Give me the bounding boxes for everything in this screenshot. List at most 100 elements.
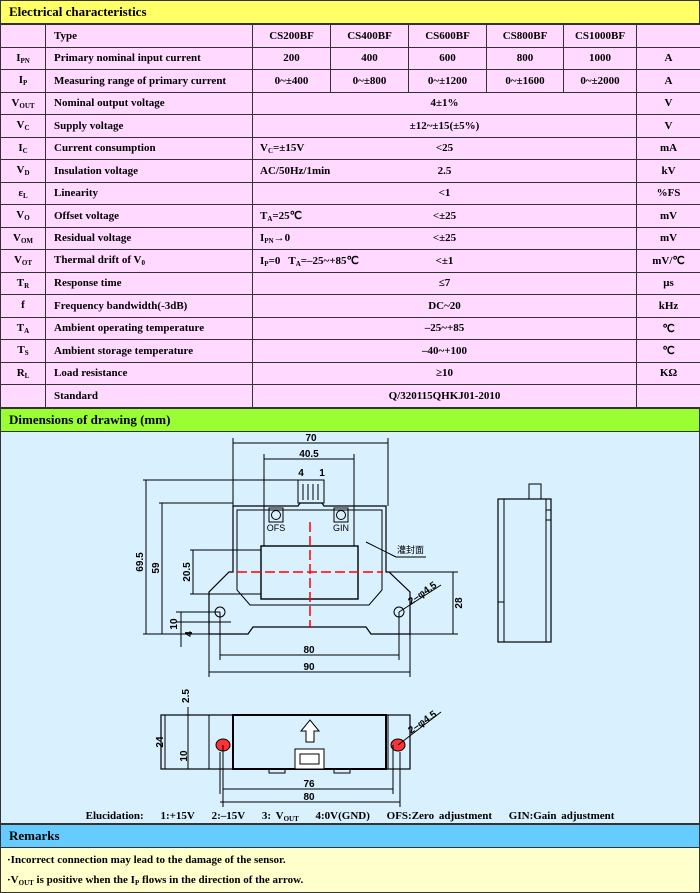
- parameter-cell: Response time: [46, 272, 253, 295]
- unit-cell: mV: [637, 205, 700, 228]
- value: <25: [376, 142, 633, 154]
- dim-label: 69.5: [135, 551, 146, 571]
- model-value: 400: [331, 47, 409, 70]
- condition-value-wrap: IP=0 TA=–25~+85℃<±1: [256, 254, 633, 268]
- remark-text: ·V: [7, 874, 19, 886]
- value-cell: ±12~±15(±5%): [253, 115, 637, 138]
- parameter-name: Standard: [54, 390, 98, 402]
- symbol-sub: OM: [21, 237, 33, 245]
- remark-line: ·Incorrect connection may lead to the da…: [7, 851, 693, 871]
- dimensions-header: Dimensions of drawing (mm): [0, 408, 700, 432]
- parameter-cell: Current consumption: [46, 137, 253, 160]
- parameter-name: Insulation voltage: [54, 165, 138, 177]
- parameter-name: Load resistance: [54, 367, 127, 379]
- unit-cell: kV: [637, 160, 700, 183]
- dim-label: 10: [179, 750, 190, 762]
- symbol-cell: RL: [1, 362, 46, 385]
- condition-value-wrap: VC=±15V<25: [256, 142, 633, 155]
- symbol-cell: IC: [1, 137, 46, 160]
- pin-elucidation: Elucidation: 1:+15V 2:–15V 3: VOUT 4:0V(…: [1, 810, 699, 823]
- unit-cell: ℃: [637, 340, 700, 363]
- value-cell: VC=±15V<25: [253, 137, 637, 160]
- symbol-sub: C: [23, 147, 28, 155]
- value-cell: IPN→0<±25: [253, 227, 637, 250]
- dim-label: 70: [305, 433, 317, 444]
- parameter-name: Frequency bandwidth(-3dB): [54, 300, 187, 312]
- condition-value-wrap: TA=25℃<±25: [256, 209, 633, 223]
- section-title: Dimensions of drawing (mm): [9, 412, 170, 427]
- gin-desc: GIN:Gain adjustment: [509, 810, 615, 822]
- unit-cell: ℃: [637, 317, 700, 340]
- dim-label: 28: [454, 597, 465, 609]
- condition-text: =±15V: [273, 142, 304, 154]
- parameter-cell: Thermal drift of V0: [46, 250, 253, 273]
- dim-label: 24: [155, 736, 166, 748]
- symbol-cell: εL: [1, 182, 46, 205]
- model-header: CS800BF: [487, 25, 564, 48]
- value: <±25: [376, 232, 633, 244]
- parameter-cell: Ambient operating temperature: [46, 317, 253, 340]
- parameter-name: Primary nominal input current: [54, 52, 201, 64]
- remark-sub: OUT: [19, 879, 34, 887]
- value-cell: 4±1%: [253, 92, 637, 115]
- remark-line: ·VOUT is positive when the IP flows in t…: [7, 871, 693, 891]
- model-header: CS1000BF: [564, 25, 637, 48]
- symbol-cell: f: [1, 295, 46, 318]
- value: <±1: [376, 255, 633, 267]
- parameter-cell: Nominal output voltage: [46, 92, 253, 115]
- unit-cell: V: [637, 115, 700, 138]
- symbol-sub: O: [24, 214, 29, 222]
- symbol-sub: S: [25, 349, 29, 357]
- unit-cell: mV/℃: [637, 250, 700, 273]
- symbol-main: V: [13, 232, 21, 244]
- symbol-cell: VD: [1, 160, 46, 183]
- test-condition: AC/50Hz/1min: [256, 165, 376, 177]
- model-value: 200: [253, 47, 331, 70]
- model-value: 0~±2000: [564, 70, 637, 93]
- pin-desc-sub: OUT: [284, 815, 299, 823]
- parameter-name: Nominal output voltage: [54, 97, 165, 109]
- front-view: 70 40.5 4 1 OFS GIN 灌封面 69.5 59 20.5 28 …: [135, 433, 465, 677]
- dim-label: 76: [303, 779, 315, 790]
- unit-cell: kHz: [637, 295, 700, 318]
- symbol-main: f: [21, 299, 25, 311]
- parameter-sub: 0: [141, 259, 145, 267]
- condition-text: =25℃: [272, 210, 302, 222]
- symbol-cell: [1, 385, 46, 408]
- condition-text: =–25~+85℃: [301, 255, 359, 267]
- side-view: [498, 484, 551, 642]
- value-cell: DC~20: [253, 295, 637, 318]
- unit-cell: KΩ: [637, 362, 700, 385]
- parameter-name: Ambient storage temperature: [54, 345, 193, 357]
- bottom-view: 2.5 24 10 76 80 2–φ4.5: [155, 688, 441, 806]
- unit-cell: %FS: [637, 182, 700, 205]
- dim-label: 20.5: [182, 561, 193, 581]
- value: <1: [439, 187, 451, 199]
- table-header-row: Type CS200BF CS400BF CS600BF CS800BF CS1…: [1, 25, 700, 48]
- remark-text: is positive when the I: [34, 874, 135, 886]
- symbol-sub: L: [23, 192, 28, 200]
- parameter-cell: Residual voltage: [46, 227, 253, 250]
- unit-cell: mA: [637, 137, 700, 160]
- parameter-cell: Linearity: [46, 182, 253, 205]
- condition-text: →0: [274, 232, 291, 244]
- section-title: Remarks: [9, 828, 60, 843]
- parameter-cell: Primary nominal input current: [46, 47, 253, 70]
- dim-label: 80: [303, 645, 315, 656]
- symbol-sub: L: [25, 372, 30, 380]
- parameter-cell: Frequency bandwidth(-3dB): [46, 295, 253, 318]
- dim-label: 2–φ4.5: [406, 708, 439, 736]
- model-header: CS200BF: [253, 25, 331, 48]
- remark-text: flows in the direction of the arrow.: [139, 874, 303, 886]
- symbol-sub: OT: [22, 259, 32, 267]
